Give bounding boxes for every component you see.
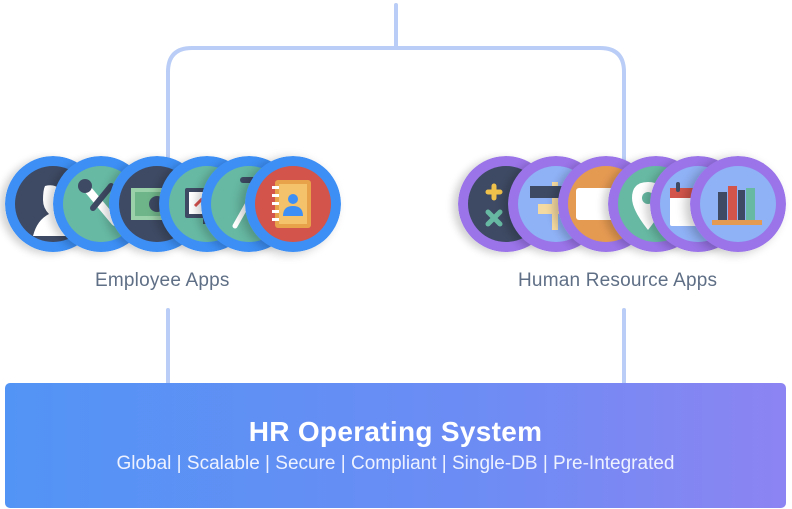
books-icon[interactable] [690, 156, 786, 252]
employee-apps-label: Employee Apps [95, 270, 230, 291]
hros-features: Global | Scalable | Secure | Compliant |… [116, 453, 675, 474]
hr-operating-system-banner: HR Operating System Global | Scalable | … [5, 383, 786, 508]
address-book-icon[interactable] [245, 156, 341, 252]
hr-apps-group [458, 156, 786, 256]
employee-apps-group [5, 156, 341, 256]
branch-bracket [166, 46, 626, 162]
hros-title: HR Operating System [248, 416, 543, 447]
hr-apps-label: Human Resource Apps [518, 270, 718, 291]
